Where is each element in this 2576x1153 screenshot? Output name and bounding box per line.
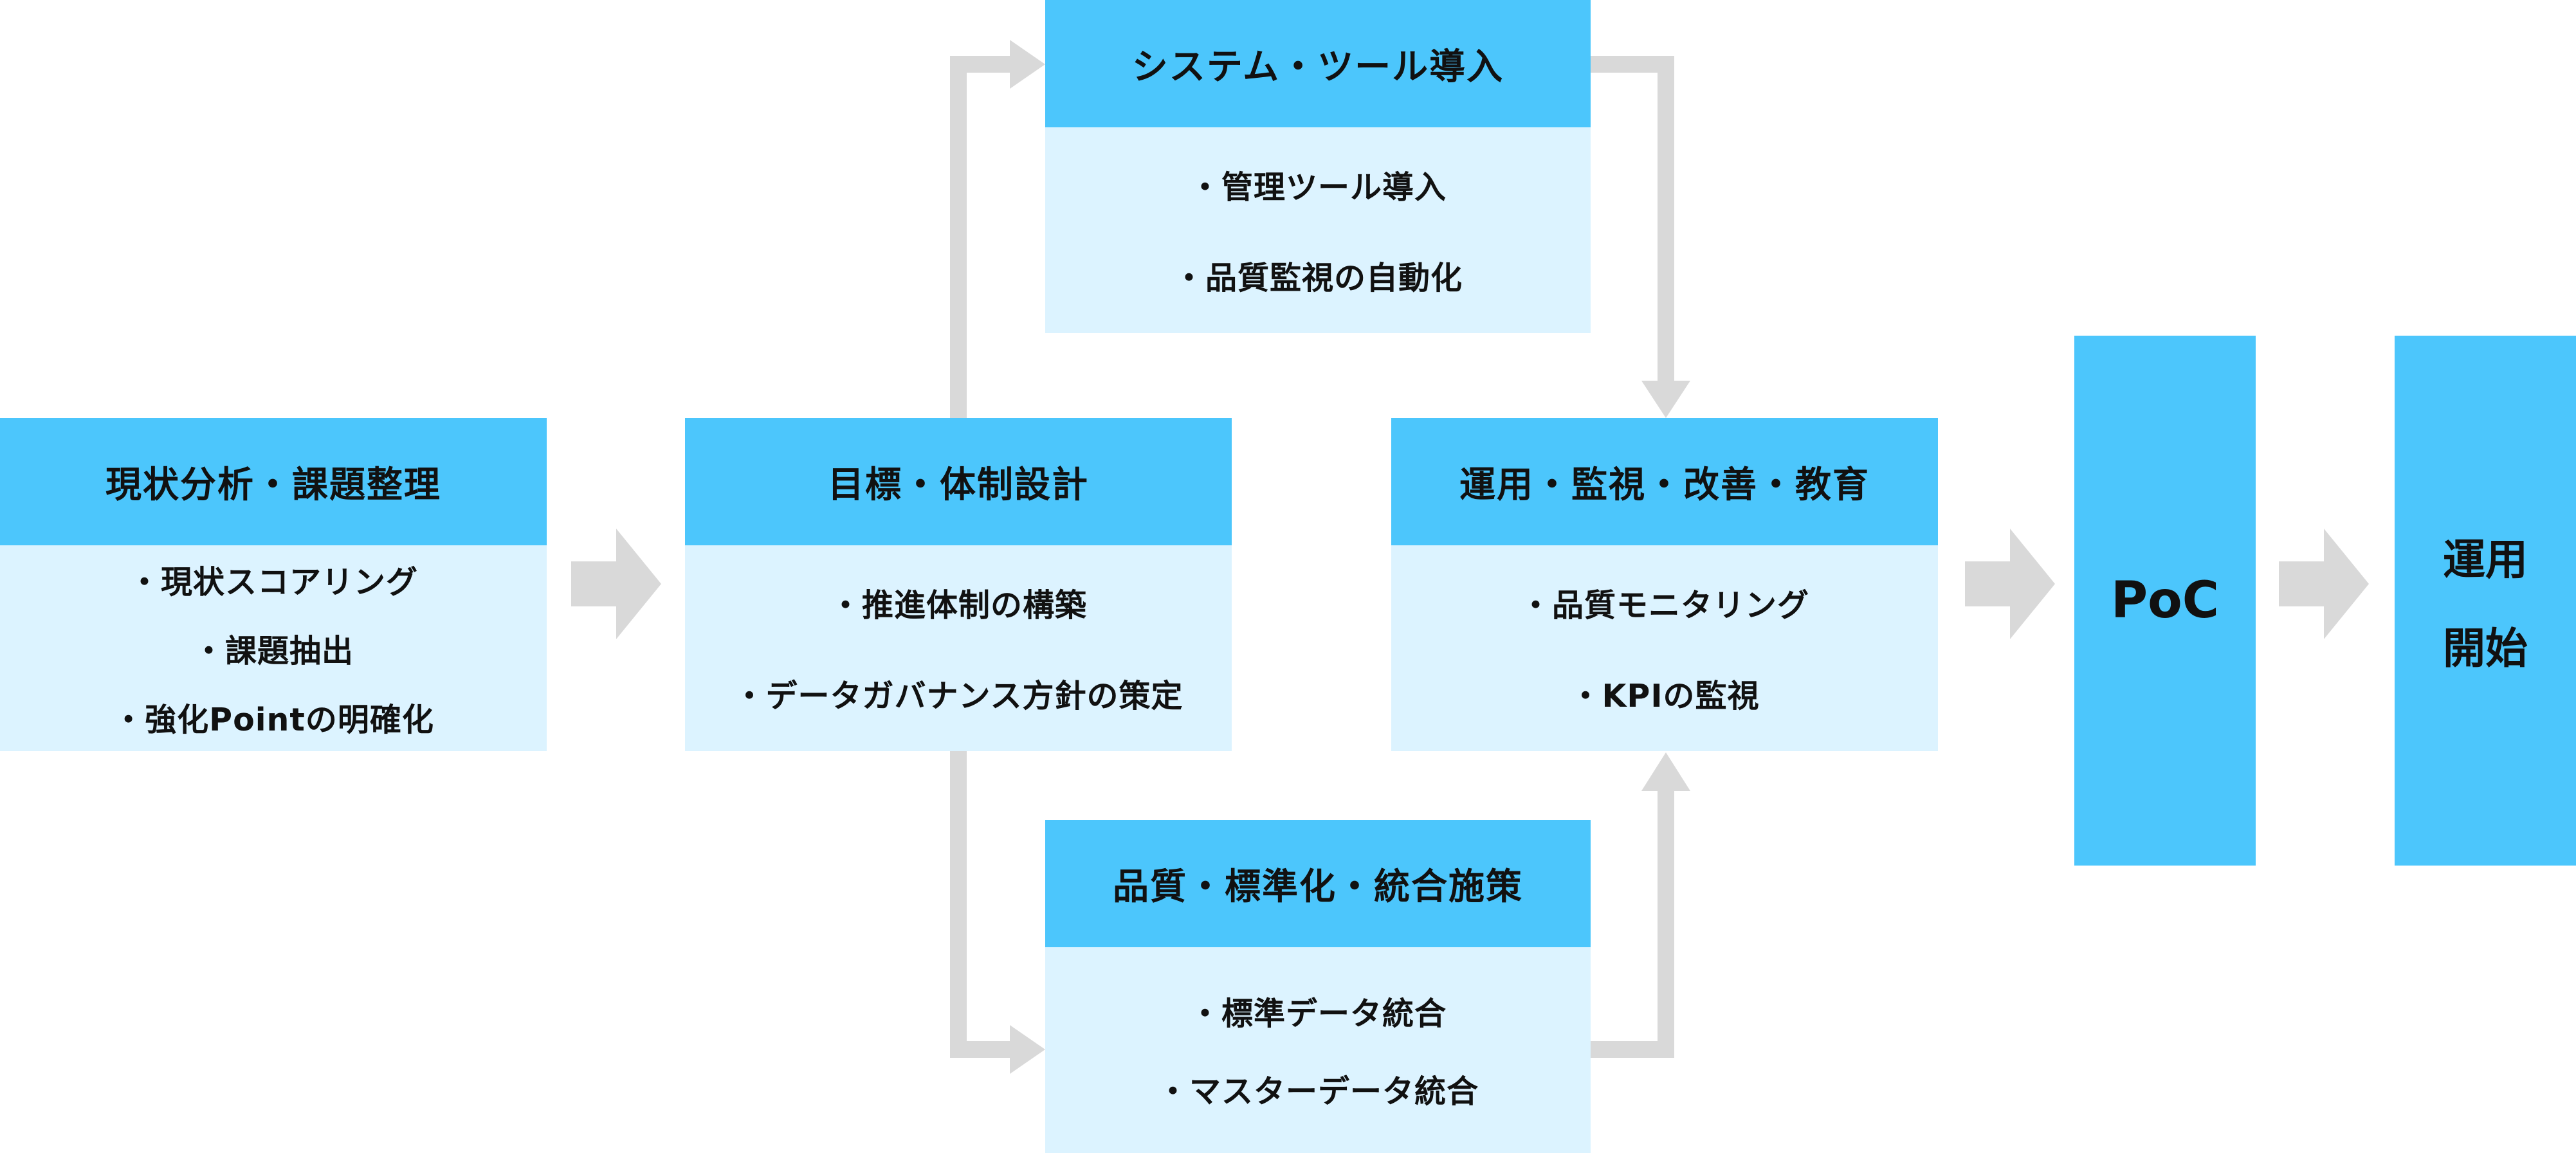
- stage-system: システム・ツール導入 ・管理ツール導入 ・品質監視の自動化: [1045, 0, 1591, 333]
- stage-operation-title: 運用・監視・改善・教育: [1391, 418, 1938, 545]
- design-item: ・データガバナンス方針の策定: [733, 678, 1183, 714]
- stage-analysis-title: 現状分析・課題整理: [0, 418, 547, 545]
- connector-design-to-quality: [950, 751, 1013, 1058]
- stage-start: 運用 開始: [2395, 336, 2576, 866]
- arrow-poc-to-start: [2279, 529, 2369, 639]
- stage-start-line: 運用: [2443, 535, 2528, 585]
- stage-poc: PoC: [2074, 336, 2256, 866]
- stage-quality: 品質・標準化・統合施策 ・標準データ統合 ・マスターデータ統合: [1045, 820, 1591, 1153]
- stage-design-body: ・推進体制の構築 ・データガバナンス方針の策定: [685, 545, 1232, 751]
- arrowhead-to-operation-bottom: [1641, 752, 1690, 791]
- stage-operation-body: ・品質モニタリング ・KPIの監視: [1391, 545, 1938, 751]
- stage-analysis-body: ・現状スコアリング ・課題抽出 ・強化Pointの明確化: [0, 545, 547, 751]
- connector-quality-to-operation: [1591, 788, 1674, 1058]
- analysis-item: ・課題抽出: [192, 632, 354, 669]
- arrow-operation-to-poc: [1965, 529, 2055, 639]
- system-item: ・管理ツール導入: [1189, 169, 1447, 206]
- stage-design: 目標・体制設計 ・推進体制の構築 ・データガバナンス方針の策定: [685, 418, 1232, 751]
- stage-quality-body: ・標準データ統合 ・マスターデータ統合: [1045, 947, 1591, 1153]
- stage-operation: 運用・監視・改善・教育 ・品質モニタリング ・KPIの監視: [1391, 418, 1938, 751]
- stage-system-body: ・管理ツール導入 ・品質監視の自動化: [1045, 127, 1591, 333]
- stage-analysis: 現状分析・課題整理 ・現状スコアリング ・課題抽出 ・強化Pointの明確化: [0, 418, 547, 751]
- connector-design-to-system: [950, 56, 1013, 418]
- analysis-item: ・強化Pointの明確化: [113, 701, 434, 738]
- stage-system-title: システム・ツール導入: [1045, 0, 1591, 127]
- arrowhead-to-system: [1010, 40, 1045, 89]
- stage-start-line: 開始: [2443, 624, 2528, 673]
- stage-poc-label: PoC: [2111, 572, 2219, 630]
- operation-item: ・品質モニタリング: [1519, 587, 1809, 624]
- arrowhead-to-operation-top: [1641, 381, 1690, 418]
- analysis-item: ・現状スコアリング: [128, 563, 418, 601]
- quality-item: ・マスターデータ統合: [1156, 1073, 1479, 1110]
- arrow-analysis-to-design: [571, 529, 661, 639]
- system-item: ・品質監視の自動化: [1173, 260, 1463, 296]
- quality-item: ・標準データ統合: [1189, 995, 1447, 1032]
- connector-system-to-operation: [1591, 56, 1674, 386]
- arrowhead-to-quality: [1010, 1025, 1045, 1074]
- stage-design-title: 目標・体制設計: [685, 418, 1232, 545]
- operation-item: ・KPIの監視: [1569, 678, 1760, 714]
- design-item: ・推進体制の構築: [829, 587, 1087, 624]
- stage-quality-title: 品質・標準化・統合施策: [1045, 820, 1591, 947]
